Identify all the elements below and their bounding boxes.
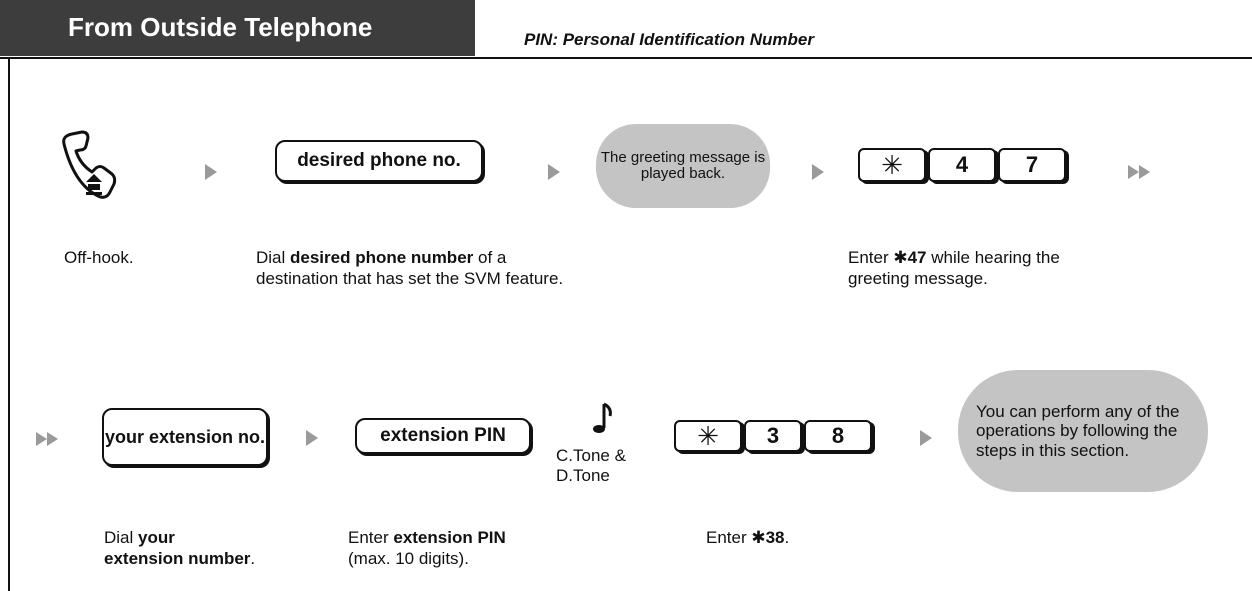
operations-info-bubble: You can perform any of the operations by… bbox=[958, 370, 1208, 492]
left-border bbox=[8, 57, 10, 591]
your-extension-number-box: your extension no. bbox=[102, 408, 268, 466]
desired-phone-number-box: desired phone no. bbox=[275, 140, 483, 182]
key-3: 3 bbox=[744, 420, 802, 452]
arrow-right-icon bbox=[548, 164, 560, 180]
tone-label: C.Tone &D.Tone bbox=[556, 446, 626, 485]
star-key: ✳ bbox=[674, 420, 742, 452]
key-7: 7 bbox=[998, 148, 1066, 182]
step-enter-47-desc: Enter ✱47 while hearing the greeting mes… bbox=[848, 248, 1060, 288]
section-title: From Outside Telephone bbox=[68, 12, 373, 42]
arrow-right-icon bbox=[920, 430, 932, 446]
off-hook-handset-icon bbox=[58, 128, 144, 208]
extension-pin-box: extension PIN bbox=[355, 418, 531, 454]
arrow-right-icon bbox=[812, 164, 824, 180]
greeting-playback-bubble: The greeting message is played back. bbox=[596, 124, 770, 208]
double-arrow-right-icon bbox=[36, 432, 58, 446]
key-8: 8 bbox=[804, 420, 872, 452]
double-arrow-right-icon bbox=[1128, 165, 1150, 179]
title-bar bbox=[0, 0, 475, 56]
step-dial-phone-desc: Dial desired phone number of a destinati… bbox=[256, 248, 564, 288]
arrow-right-icon bbox=[205, 164, 217, 180]
key-4: 4 bbox=[928, 148, 996, 182]
pin-definition: PIN: Personal Identification Number bbox=[524, 30, 814, 49]
step-enter-38-desc: Enter ✱38. bbox=[706, 528, 790, 547]
header-divider bbox=[0, 57, 1252, 59]
step-off-hook-desc: Off-hook. bbox=[64, 248, 134, 267]
step-enter-pin-desc: Enter extension PIN(max. 10 digits). bbox=[348, 528, 506, 568]
arrow-right-icon bbox=[306, 430, 318, 446]
star-key: ✳ bbox=[858, 148, 926, 182]
music-note-icon bbox=[590, 400, 616, 438]
